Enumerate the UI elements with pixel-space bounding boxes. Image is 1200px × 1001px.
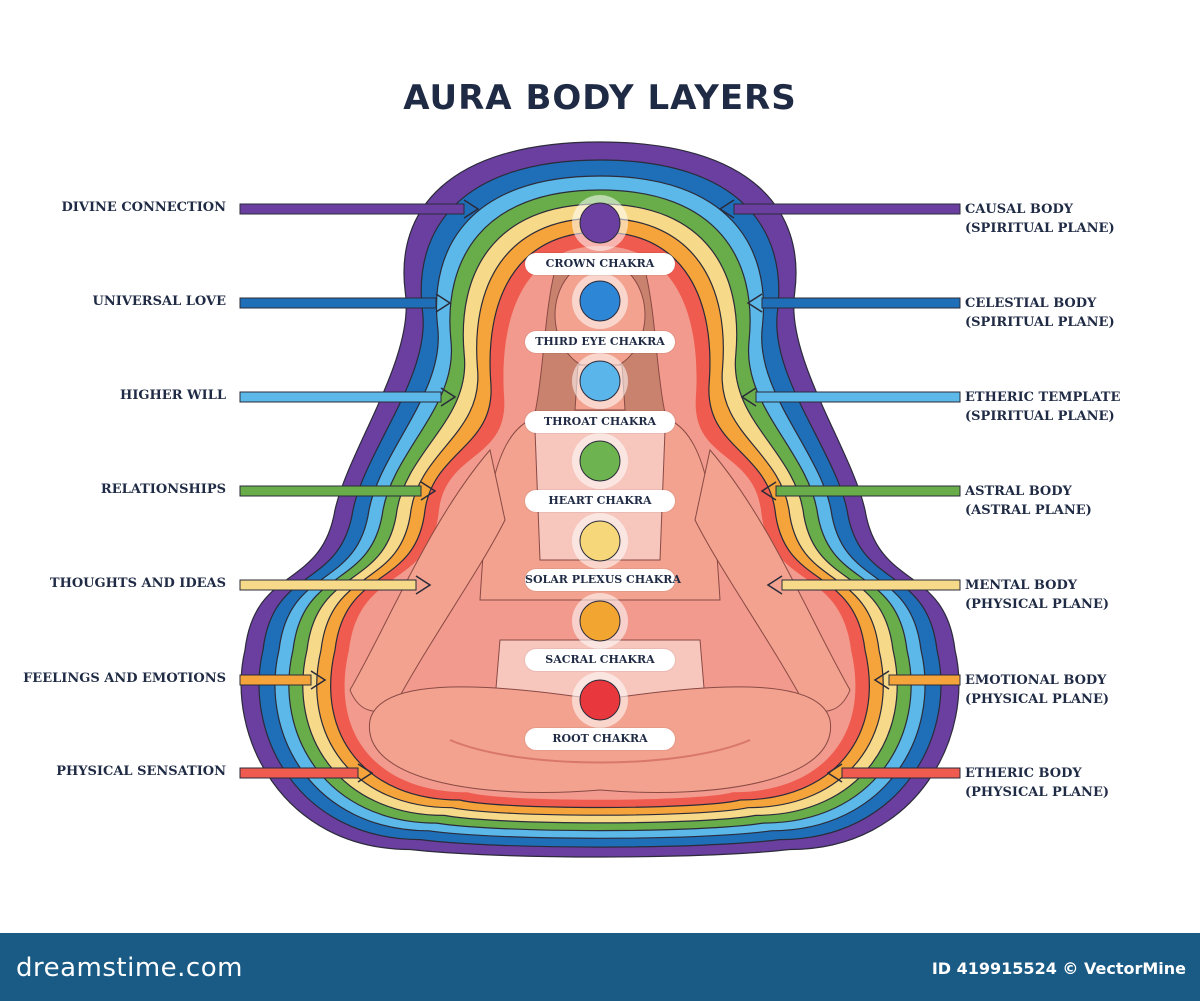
chakra-dot-1 [579, 202, 621, 244]
footer-image-id: ID 419915524 © VectorMine [931, 959, 1186, 978]
right-label-4: ASTRAL BODY (ASTRAL PLANE) [965, 482, 1195, 520]
right-label-7: ETHERIC BODY (PHYSICAL PLANE) [965, 764, 1195, 802]
right-label-2: CELESTIAL BODY (SPIRITUAL PLANE) [965, 294, 1195, 332]
chakra-label-7: ROOT CHAKRA [525, 728, 675, 750]
right-label-name: EMOTIONAL BODY [965, 673, 1107, 688]
right-arrow-6 [873, 670, 961, 690]
right-label-5: MENTAL BODY (PHYSICAL PLANE) [965, 576, 1195, 614]
footer-logo: dreamstime.com [16, 953, 243, 983]
chakra-label-4: HEART CHAKRA [525, 490, 675, 512]
left-label-5: THOUGHTS AND IDEAS [49, 576, 226, 591]
right-arrow-4 [760, 481, 961, 501]
right-arrow-5 [766, 575, 961, 595]
figure-left-arm [349, 448, 506, 712]
right-label-plane: (PHYSICAL PLANE) [965, 692, 1110, 707]
right-label-plane: (ASTRAL PLANE) [965, 503, 1092, 518]
left-label-4: RELATIONSHIPS [100, 482, 226, 497]
left-arrow-5 [239, 575, 432, 595]
left-label-7: PHYSICAL SENSATION [56, 764, 226, 779]
right-label-plane: (PHYSICAL PLANE) [965, 597, 1110, 612]
right-label-name: ETHERIC BODY [965, 766, 1082, 781]
chakra-dot-5 [579, 520, 621, 562]
chakra-label-1: CROWN CHAKRA [525, 253, 675, 275]
diagram-title: AURA BODY LAYERS [403, 78, 797, 118]
left-label-1: DIVINE CONNECTION [61, 200, 227, 215]
figure-right-arm [694, 448, 851, 712]
right-arrow-2 [746, 293, 961, 313]
left-label-6: FEELINGS AND EMOTIONS [23, 671, 226, 686]
right-label-name: ASTRAL BODY [965, 484, 1072, 499]
left-label-3: HIGHER WILL [120, 388, 226, 403]
right-label-plane: (SPIRITUAL PLANE) [965, 315, 1115, 330]
chakra-label-6: SACRAL CHAKRA [525, 649, 675, 671]
chakra-dot-2 [579, 280, 621, 322]
left-arrow-4 [239, 481, 437, 501]
left-arrow-2 [239, 293, 452, 313]
right-arrow-7 [826, 763, 961, 783]
right-label-name: CELESTIAL BODY [965, 296, 1097, 311]
chakra-dot-3 [579, 360, 621, 402]
chakra-dot-4 [579, 440, 621, 482]
left-arrow-3 [239, 387, 457, 407]
left-arrow-1 [239, 199, 480, 219]
right-label-1: CAUSAL BODY (SPIRITUAL PLANE) [965, 200, 1195, 238]
chakra-label-2: THIRD EYE CHAKRA [525, 331, 675, 353]
right-label-name: CAUSAL BODY [965, 202, 1074, 217]
right-arrow-1 [718, 199, 961, 219]
right-label-3: ETHERIC TEMPLATE (SPIRITUAL PLANE) [965, 388, 1195, 426]
right-label-plane: (SPIRITUAL PLANE) [965, 221, 1115, 236]
right-arrow-3 [740, 387, 961, 407]
footer-bar: dreamstime.com ID 419915524 © VectorMine [0, 933, 1200, 1001]
chakra-label-3: THROAT CHAKRA [525, 411, 675, 433]
right-label-6: EMOTIONAL BODY (PHYSICAL PLANE) [965, 671, 1195, 709]
right-label-plane: (PHYSICAL PLANE) [965, 785, 1110, 800]
right-label-name: ETHERIC TEMPLATE [965, 390, 1121, 405]
right-label-name: MENTAL BODY [965, 578, 1078, 593]
left-arrow-7 [239, 763, 374, 783]
chakra-label-5: SOLAR PLEXUS CHAKRA [525, 569, 681, 591]
figure-leg-fold [449, 739, 751, 764]
chakra-dot-6 [579, 600, 621, 642]
chakra-dot-7 [579, 679, 621, 721]
left-arrow-6 [239, 670, 327, 690]
left-label-2: UNIVERSAL LOVE [92, 294, 226, 309]
right-label-plane: (SPIRITUAL PLANE) [965, 409, 1115, 424]
